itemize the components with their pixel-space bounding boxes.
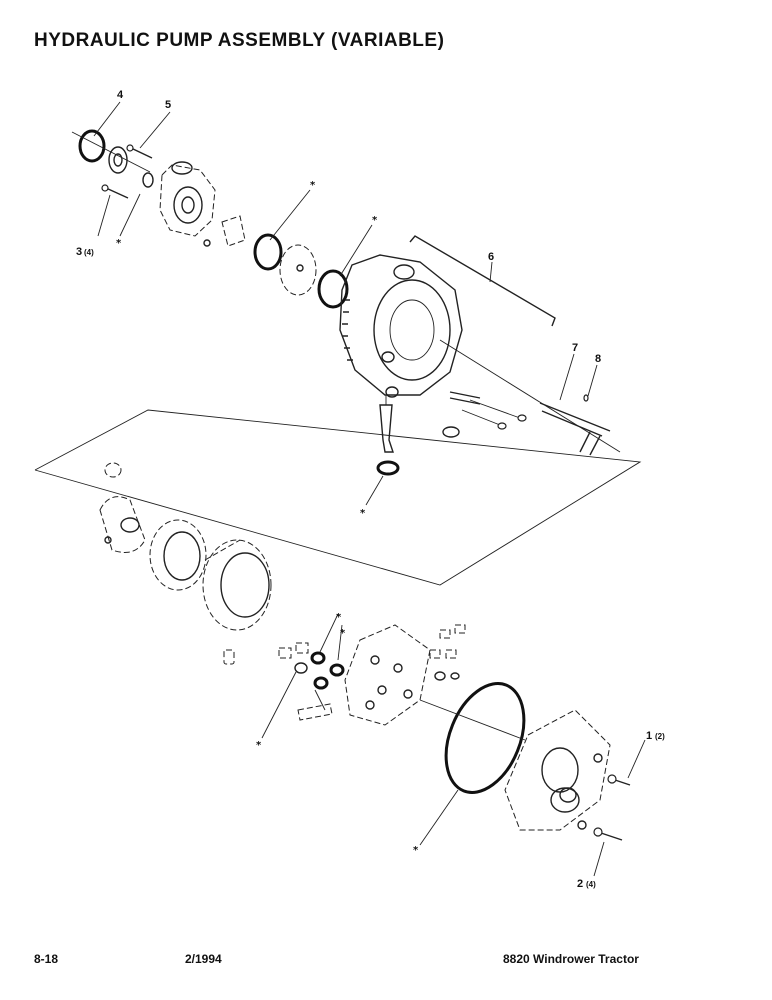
callout-1: 1 [646, 730, 652, 742]
control-shaft-part [539, 394, 611, 456]
page-number: 8-18 [34, 952, 59, 966]
callout-8: 8 [595, 353, 601, 365]
small-plugs-part [278, 642, 345, 721]
large-o-ring-part [444, 682, 526, 794]
group-outline [34, 409, 642, 586]
callout-asterisk: * [310, 180, 316, 191]
coupling-part [203, 215, 246, 247]
callout-asterisk: * [360, 508, 366, 519]
swashplate-part [99, 462, 146, 553]
revision-date: 2/1994 [185, 952, 222, 966]
o-ring-part [317, 269, 349, 309]
callout-asterisk: * [256, 740, 262, 751]
bolt-item-5 [126, 144, 153, 159]
pump-body-part [339, 254, 621, 453]
pin-part [449, 391, 481, 405]
stem-part [376, 395, 400, 476]
bracket-6-line [409, 235, 556, 327]
callout-3-qty: (4) [84, 248, 94, 257]
callout-asterisk: * [372, 215, 378, 226]
screw-item-2 [593, 827, 623, 841]
manual-title: 8820 Windrower Tractor [503, 952, 639, 966]
end-cover-part [419, 699, 611, 831]
callout-2: 2 [577, 878, 583, 890]
callout-1-qty: (2) [655, 732, 665, 741]
bearing-part [108, 146, 154, 188]
leader-lines [93, 101, 646, 877]
page-title: HYDRAULIC PUMP ASSEMBLY (VARIABLE) [34, 30, 445, 51]
screw-part [461, 399, 527, 430]
front-housing-part [159, 161, 216, 237]
callout-asterisk: * [413, 845, 419, 856]
valve-plate-part [344, 624, 431, 726]
o-ring-part [253, 233, 283, 271]
callout-asterisk: * [340, 628, 346, 639]
screw-item-1 [607, 774, 631, 786]
piston-part [223, 649, 235, 665]
bolt-item-3 [101, 184, 129, 199]
relief-valves-part [429, 624, 466, 681]
callout-6: 6 [488, 251, 494, 263]
callout-asterisk: * [336, 612, 342, 623]
callout-asterisk: * [116, 238, 122, 249]
callout-2-qty: (4) [586, 880, 596, 889]
callout-3: 3 [76, 246, 82, 258]
thrust-plate-part [279, 244, 317, 296]
callout-7: 7 [572, 342, 578, 354]
callout-4: 4 [117, 89, 124, 101]
cylinder-block-part [202, 539, 272, 631]
bearing-ring-part [149, 519, 207, 591]
washer-part [442, 426, 460, 438]
callout-5: 5 [165, 99, 171, 111]
